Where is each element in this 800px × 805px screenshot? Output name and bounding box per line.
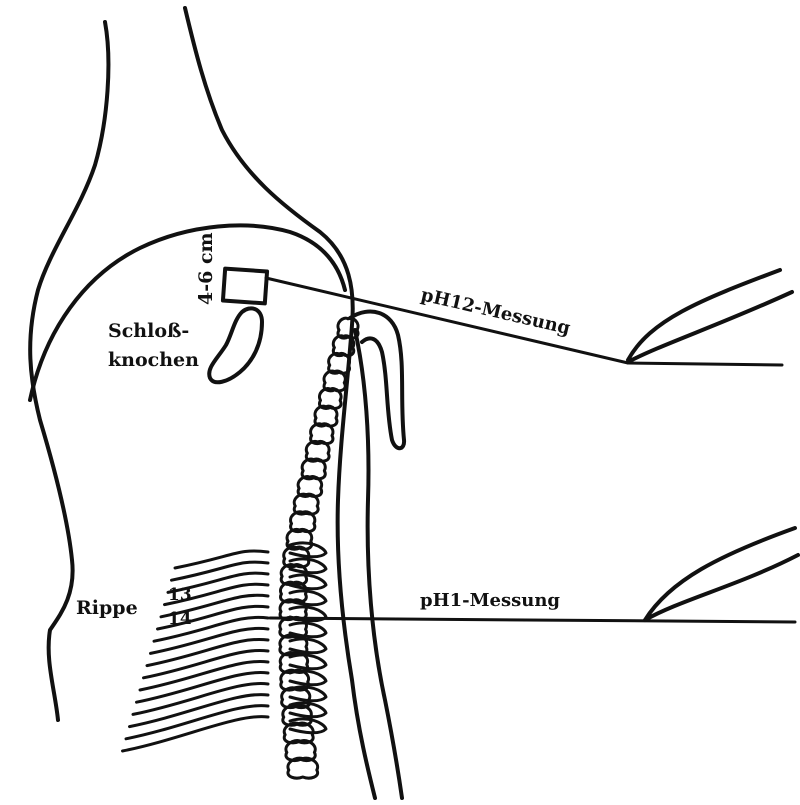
rib-cage bbox=[121, 541, 328, 753]
tail-root-contour bbox=[353, 328, 404, 800]
rib bbox=[121, 715, 270, 753]
label-rib-13: 13 bbox=[168, 585, 192, 605]
vertebra bbox=[300, 457, 327, 481]
rib bbox=[128, 693, 270, 729]
vertebra bbox=[278, 615, 308, 639]
rib bbox=[288, 701, 328, 719]
rib bbox=[170, 560, 270, 582]
rib bbox=[131, 682, 270, 716]
body-outline-left bbox=[28, 20, 111, 722]
rib bbox=[288, 557, 328, 575]
rib bbox=[288, 669, 328, 687]
vertebra bbox=[304, 439, 331, 463]
probe-line-lower bbox=[268, 616, 797, 624]
rib bbox=[145, 637, 270, 668]
probe-tip-upper bbox=[626, 268, 794, 364]
vertebra bbox=[318, 387, 343, 410]
vertebra bbox=[278, 598, 308, 622]
vertebra bbox=[322, 369, 347, 393]
rib bbox=[156, 604, 270, 631]
label-rib: Rippe bbox=[76, 597, 138, 619]
rib bbox=[288, 605, 328, 623]
vertebra bbox=[327, 351, 351, 375]
rib bbox=[124, 704, 270, 741]
rib bbox=[173, 549, 270, 570]
rib bbox=[288, 653, 328, 671]
vertebra bbox=[289, 510, 317, 534]
rib bbox=[163, 582, 270, 607]
body-outline-spine bbox=[183, 6, 377, 800]
label-distance: 4-6 cm bbox=[195, 232, 217, 305]
vertebra bbox=[278, 633, 309, 657]
probe-handle-upper bbox=[626, 361, 784, 367]
rib bbox=[166, 571, 270, 594]
vertebra bbox=[286, 756, 320, 780]
vertebra bbox=[278, 651, 310, 674]
rib bbox=[138, 659, 270, 692]
label-hip-bone-line2: knochen bbox=[108, 349, 199, 371]
rib bbox=[288, 541, 328, 559]
rib bbox=[288, 589, 328, 607]
hip-bone bbox=[207, 306, 264, 385]
rib bbox=[288, 637, 328, 655]
vertebra bbox=[331, 334, 356, 358]
rib bbox=[149, 626, 270, 655]
rib bbox=[288, 717, 328, 735]
vertebral-column bbox=[278, 316, 360, 780]
vertebra bbox=[309, 422, 335, 446]
rib bbox=[288, 621, 328, 639]
rib bbox=[142, 648, 270, 680]
rib bbox=[288, 685, 328, 703]
vertebra bbox=[279, 580, 308, 604]
rib bbox=[152, 615, 270, 643]
label-hip-bone-line1: Schloß- bbox=[108, 320, 189, 342]
label-ph1-measurement: pH1-Messung bbox=[420, 590, 560, 611]
tail-loop bbox=[348, 309, 407, 451]
rib bbox=[135, 671, 270, 704]
vertebra bbox=[285, 527, 314, 551]
probe-line-upper bbox=[264, 276, 630, 365]
probe-tip-lower bbox=[643, 526, 800, 622]
vertebra bbox=[313, 404, 339, 428]
vertebra bbox=[336, 316, 360, 340]
vertebra bbox=[296, 475, 324, 498]
label-rib-14: 14 bbox=[168, 609, 192, 629]
vertebra bbox=[292, 492, 320, 516]
body-outline-arch bbox=[28, 223, 347, 402]
rib bbox=[159, 593, 270, 619]
measurement-target-square bbox=[220, 266, 270, 306]
rib bbox=[288, 573, 328, 591]
